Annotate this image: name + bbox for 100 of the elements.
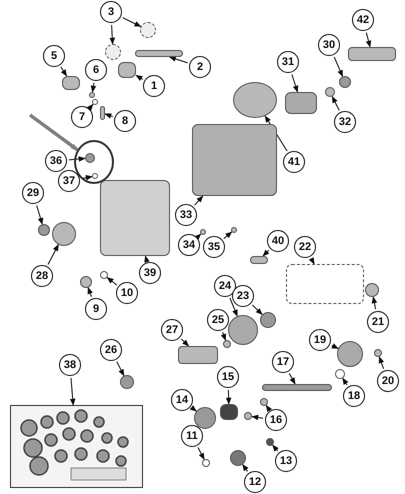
leader-line — [266, 404, 272, 412]
gear — [260, 312, 276, 328]
shaft — [262, 384, 332, 391]
callout-number: 19 — [309, 329, 331, 351]
callout-number: 28 — [31, 265, 53, 287]
o-ring — [92, 99, 98, 105]
callout-number: 40 — [267, 230, 289, 252]
leader-line — [331, 343, 339, 349]
callout-number: 23 — [232, 285, 254, 307]
leader-line — [168, 56, 188, 64]
shift-fork — [118, 62, 136, 78]
detent-plate — [105, 44, 121, 60]
callout-number: 36 — [45, 150, 67, 172]
callout-number: 39 — [139, 262, 161, 284]
nut — [374, 349, 382, 357]
leader-line — [220, 332, 226, 341]
leader-line — [109, 24, 116, 45]
leader-line — [334, 56, 344, 78]
callout-number: 29 — [22, 182, 44, 204]
callout-number: 41 — [283, 151, 305, 173]
lever — [250, 256, 268, 264]
callout-number: 10 — [116, 282, 138, 304]
callout-number: 17 — [272, 351, 294, 373]
dashed-outline — [286, 264, 364, 304]
sprocket — [194, 407, 216, 429]
leader-line — [122, 17, 142, 27]
washer — [231, 227, 237, 233]
callout-number: 35 — [203, 236, 225, 258]
ball — [89, 92, 95, 98]
callout-number: 14 — [171, 389, 193, 411]
bushing — [325, 87, 335, 97]
yoke — [80, 276, 92, 288]
case-half — [192, 124, 277, 196]
leader-line — [308, 257, 315, 265]
callout-number: 9 — [85, 298, 107, 320]
shift-rail — [135, 50, 183, 57]
callout-number: 32 — [334, 111, 356, 133]
callout-number: 6 — [85, 59, 107, 81]
leader-line — [251, 414, 264, 420]
seal — [339, 76, 351, 88]
callout-number: 26 — [100, 339, 122, 361]
chain — [220, 404, 238, 420]
callout-number: 33 — [175, 204, 197, 226]
leader-line — [223, 231, 232, 240]
callout-number: 37 — [58, 170, 80, 192]
leader-line — [88, 286, 93, 298]
leader-line — [60, 66, 68, 77]
seal — [365, 283, 379, 297]
seal — [120, 375, 134, 389]
callout-number: 30 — [318, 34, 340, 56]
leader-line — [272, 444, 279, 452]
leader-line — [229, 298, 238, 317]
bearing — [52, 222, 76, 246]
leader-line — [194, 234, 202, 240]
washer — [200, 229, 206, 235]
callout-number: 42 — [352, 9, 374, 31]
leader-line — [252, 304, 263, 315]
housing — [233, 82, 277, 118]
bearing — [223, 340, 231, 348]
callout-number: 38 — [59, 354, 81, 376]
leader-line — [90, 82, 96, 93]
drum — [228, 315, 258, 345]
callout-number: 21 — [367, 311, 389, 333]
leader-line — [116, 361, 124, 376]
leader-line — [104, 113, 114, 119]
callout-number: 27 — [161, 319, 183, 341]
leader-line — [180, 338, 190, 346]
callout-number: 31 — [277, 51, 299, 73]
bearing — [260, 398, 268, 406]
ring — [335, 369, 345, 379]
leader-line — [106, 277, 118, 286]
leader-line — [242, 464, 249, 472]
seal — [85, 153, 95, 163]
o-ring — [92, 173, 98, 179]
case — [100, 180, 170, 256]
nut — [266, 438, 274, 446]
callout-number: 3 — [100, 1, 122, 23]
callout-number: 34 — [178, 234, 200, 256]
washer — [100, 271, 108, 279]
leader-line — [372, 296, 378, 310]
leader-line — [378, 356, 384, 370]
detent-plate — [140, 22, 156, 38]
leader-line — [226, 390, 232, 405]
callout-number: 2 — [189, 56, 211, 78]
callout-number: 11 — [181, 425, 203, 447]
leader-line — [135, 74, 144, 81]
leader-line — [342, 378, 348, 386]
leader-line — [291, 74, 298, 93]
leader-line — [262, 250, 270, 256]
callout-number: 25 — [207, 309, 229, 331]
leader-line — [68, 156, 86, 162]
callout-number: 20 — [377, 370, 399, 392]
callout-number: 24 — [214, 275, 236, 297]
callout-number: 16 — [265, 409, 287, 431]
leader-line — [36, 205, 44, 225]
callout-number: 13 — [275, 450, 297, 472]
callout-number: 8 — [114, 110, 136, 132]
bearing — [244, 412, 252, 420]
leader-line — [81, 175, 93, 180]
callout-number: 15 — [217, 366, 239, 388]
